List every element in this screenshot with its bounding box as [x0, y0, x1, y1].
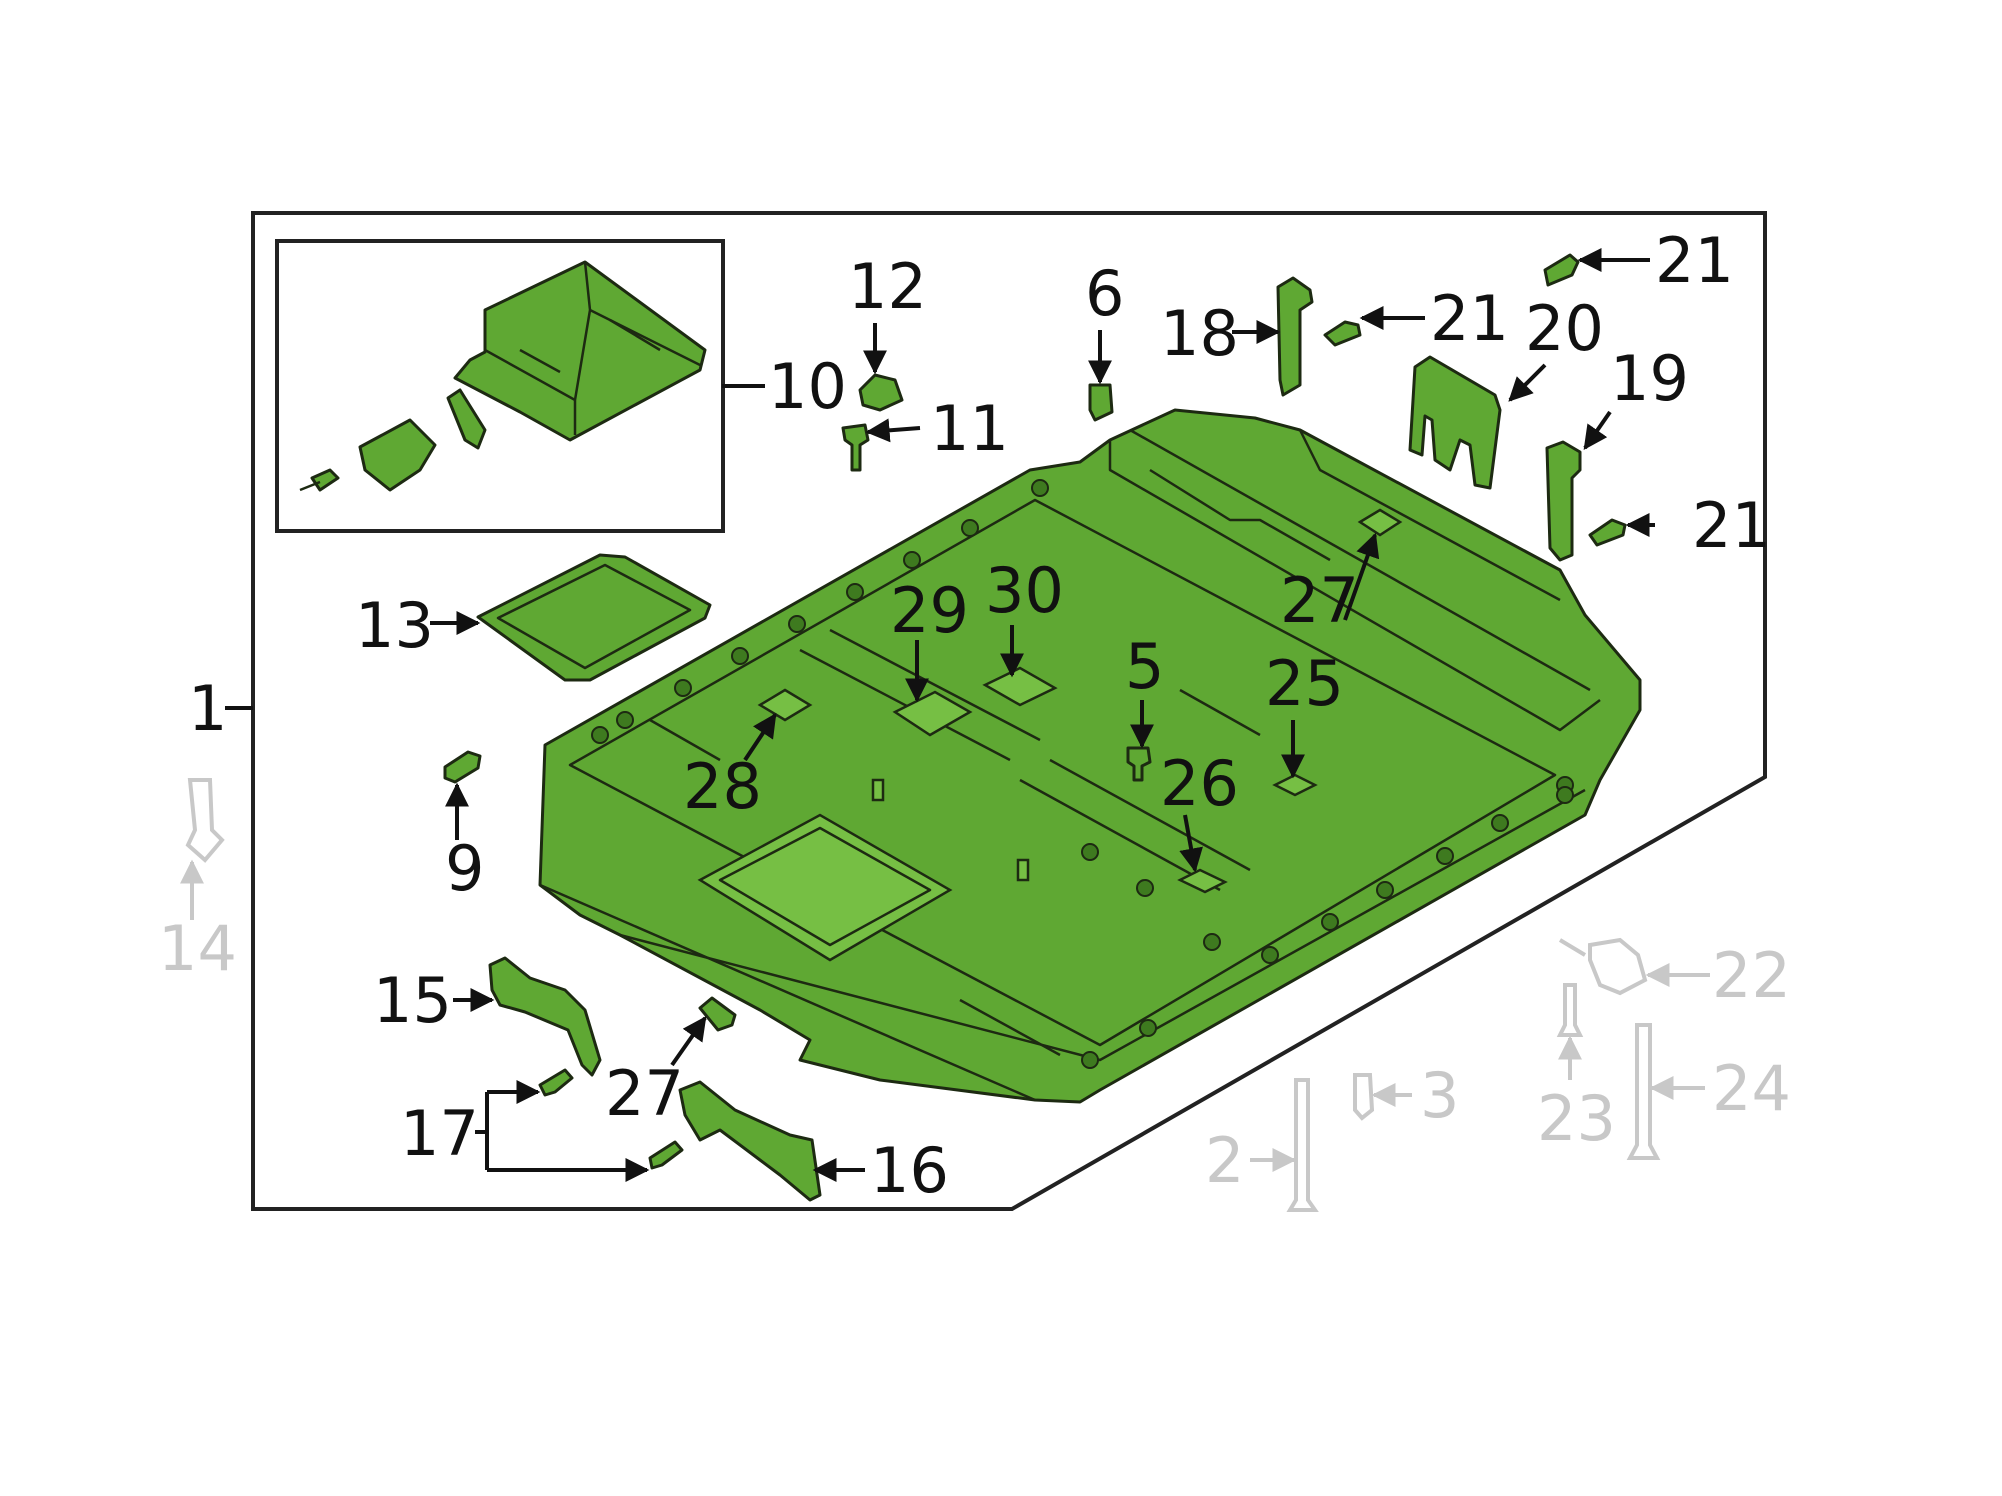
callout-29: 29 — [890, 574, 969, 647]
callout-24: 24 — [1712, 1052, 1791, 1125]
callout-labels: 1 10 12 11 6 18 21 21 20 19 21 13 9 29 3… — [158, 224, 1791, 1207]
callout-21-right: 21 — [1692, 489, 1771, 562]
part-16-bracket — [678, 1080, 822, 1202]
callout-21-top: 21 — [1655, 224, 1734, 297]
callout-25: 25 — [1265, 647, 1344, 720]
battery-tray — [538, 408, 1642, 1104]
callout-16: 16 — [870, 1134, 949, 1207]
tray-bolts — [591, 479, 1574, 1069]
assembly-frame — [251, 211, 1767, 1211]
callout-14: 14 — [158, 912, 237, 985]
callout-12: 12 — [848, 250, 927, 323]
part-23-stud — [1556, 983, 1584, 1037]
callout-9: 9 — [445, 832, 484, 905]
part-22-nut — [1558, 937, 1648, 996]
callout-6: 6 — [1085, 257, 1124, 330]
callout-26: 26 — [1160, 747, 1239, 820]
part-17-bolt-b — [648, 1140, 684, 1170]
callout-3: 3 — [1420, 1059, 1459, 1132]
callout-18: 18 — [1160, 297, 1239, 370]
pad-27-top — [1357, 508, 1403, 537]
part-2-bolt — [1286, 1078, 1319, 1212]
part-10-cover — [299, 260, 707, 492]
callout-10: 10 — [768, 350, 847, 423]
part-11-bolt — [841, 423, 870, 472]
callout-23: 23 — [1537, 1082, 1616, 1155]
faded-parts — [185, 778, 1661, 1212]
part-21-bolt-c — [1588, 518, 1627, 547]
callout-2: 2 — [1205, 1124, 1244, 1197]
part-9-plug — [443, 750, 482, 784]
pad-28 — [757, 688, 813, 722]
callout-19: 19 — [1610, 342, 1689, 415]
leader-lines — [180, 248, 1710, 1182]
callout-27-bottom: 27 — [605, 1057, 684, 1130]
callout-28: 28 — [683, 750, 762, 823]
part-21-bolt-a — [1543, 253, 1580, 287]
part-17-bolt-a — [538, 1068, 574, 1097]
callout-11: 11 — [930, 392, 1009, 465]
callout-1: 1 — [188, 672, 227, 745]
part-5-bolt — [1126, 746, 1152, 782]
part-21-bolt-b — [1323, 320, 1362, 347]
callout-20: 20 — [1525, 292, 1604, 365]
part-24-bolt — [1626, 1023, 1661, 1160]
pad-26 — [1177, 868, 1228, 894]
callout-21-mid: 21 — [1430, 282, 1509, 355]
callout-15: 15 — [373, 964, 452, 1037]
part-12-clip — [858, 373, 904, 412]
part-27-clip-lower — [698, 996, 737, 1032]
callout-5: 5 — [1125, 630, 1164, 703]
part-13-gasket — [476, 553, 712, 682]
part-6-plug — [1088, 383, 1114, 422]
callout-17: 17 — [400, 1097, 479, 1170]
part-19-bracket — [1545, 440, 1582, 562]
part-14-clip — [185, 778, 225, 863]
part-3-bolt — [1353, 1073, 1375, 1121]
callout-22: 22 — [1712, 939, 1791, 1012]
callout-13: 13 — [355, 589, 434, 662]
part-20-bracket — [1408, 355, 1502, 490]
callout-27-top: 27 — [1280, 564, 1359, 637]
part-18-bracket — [1276, 276, 1314, 397]
part-15-bracket — [488, 956, 602, 1077]
callout-30: 30 — [985, 554, 1064, 627]
